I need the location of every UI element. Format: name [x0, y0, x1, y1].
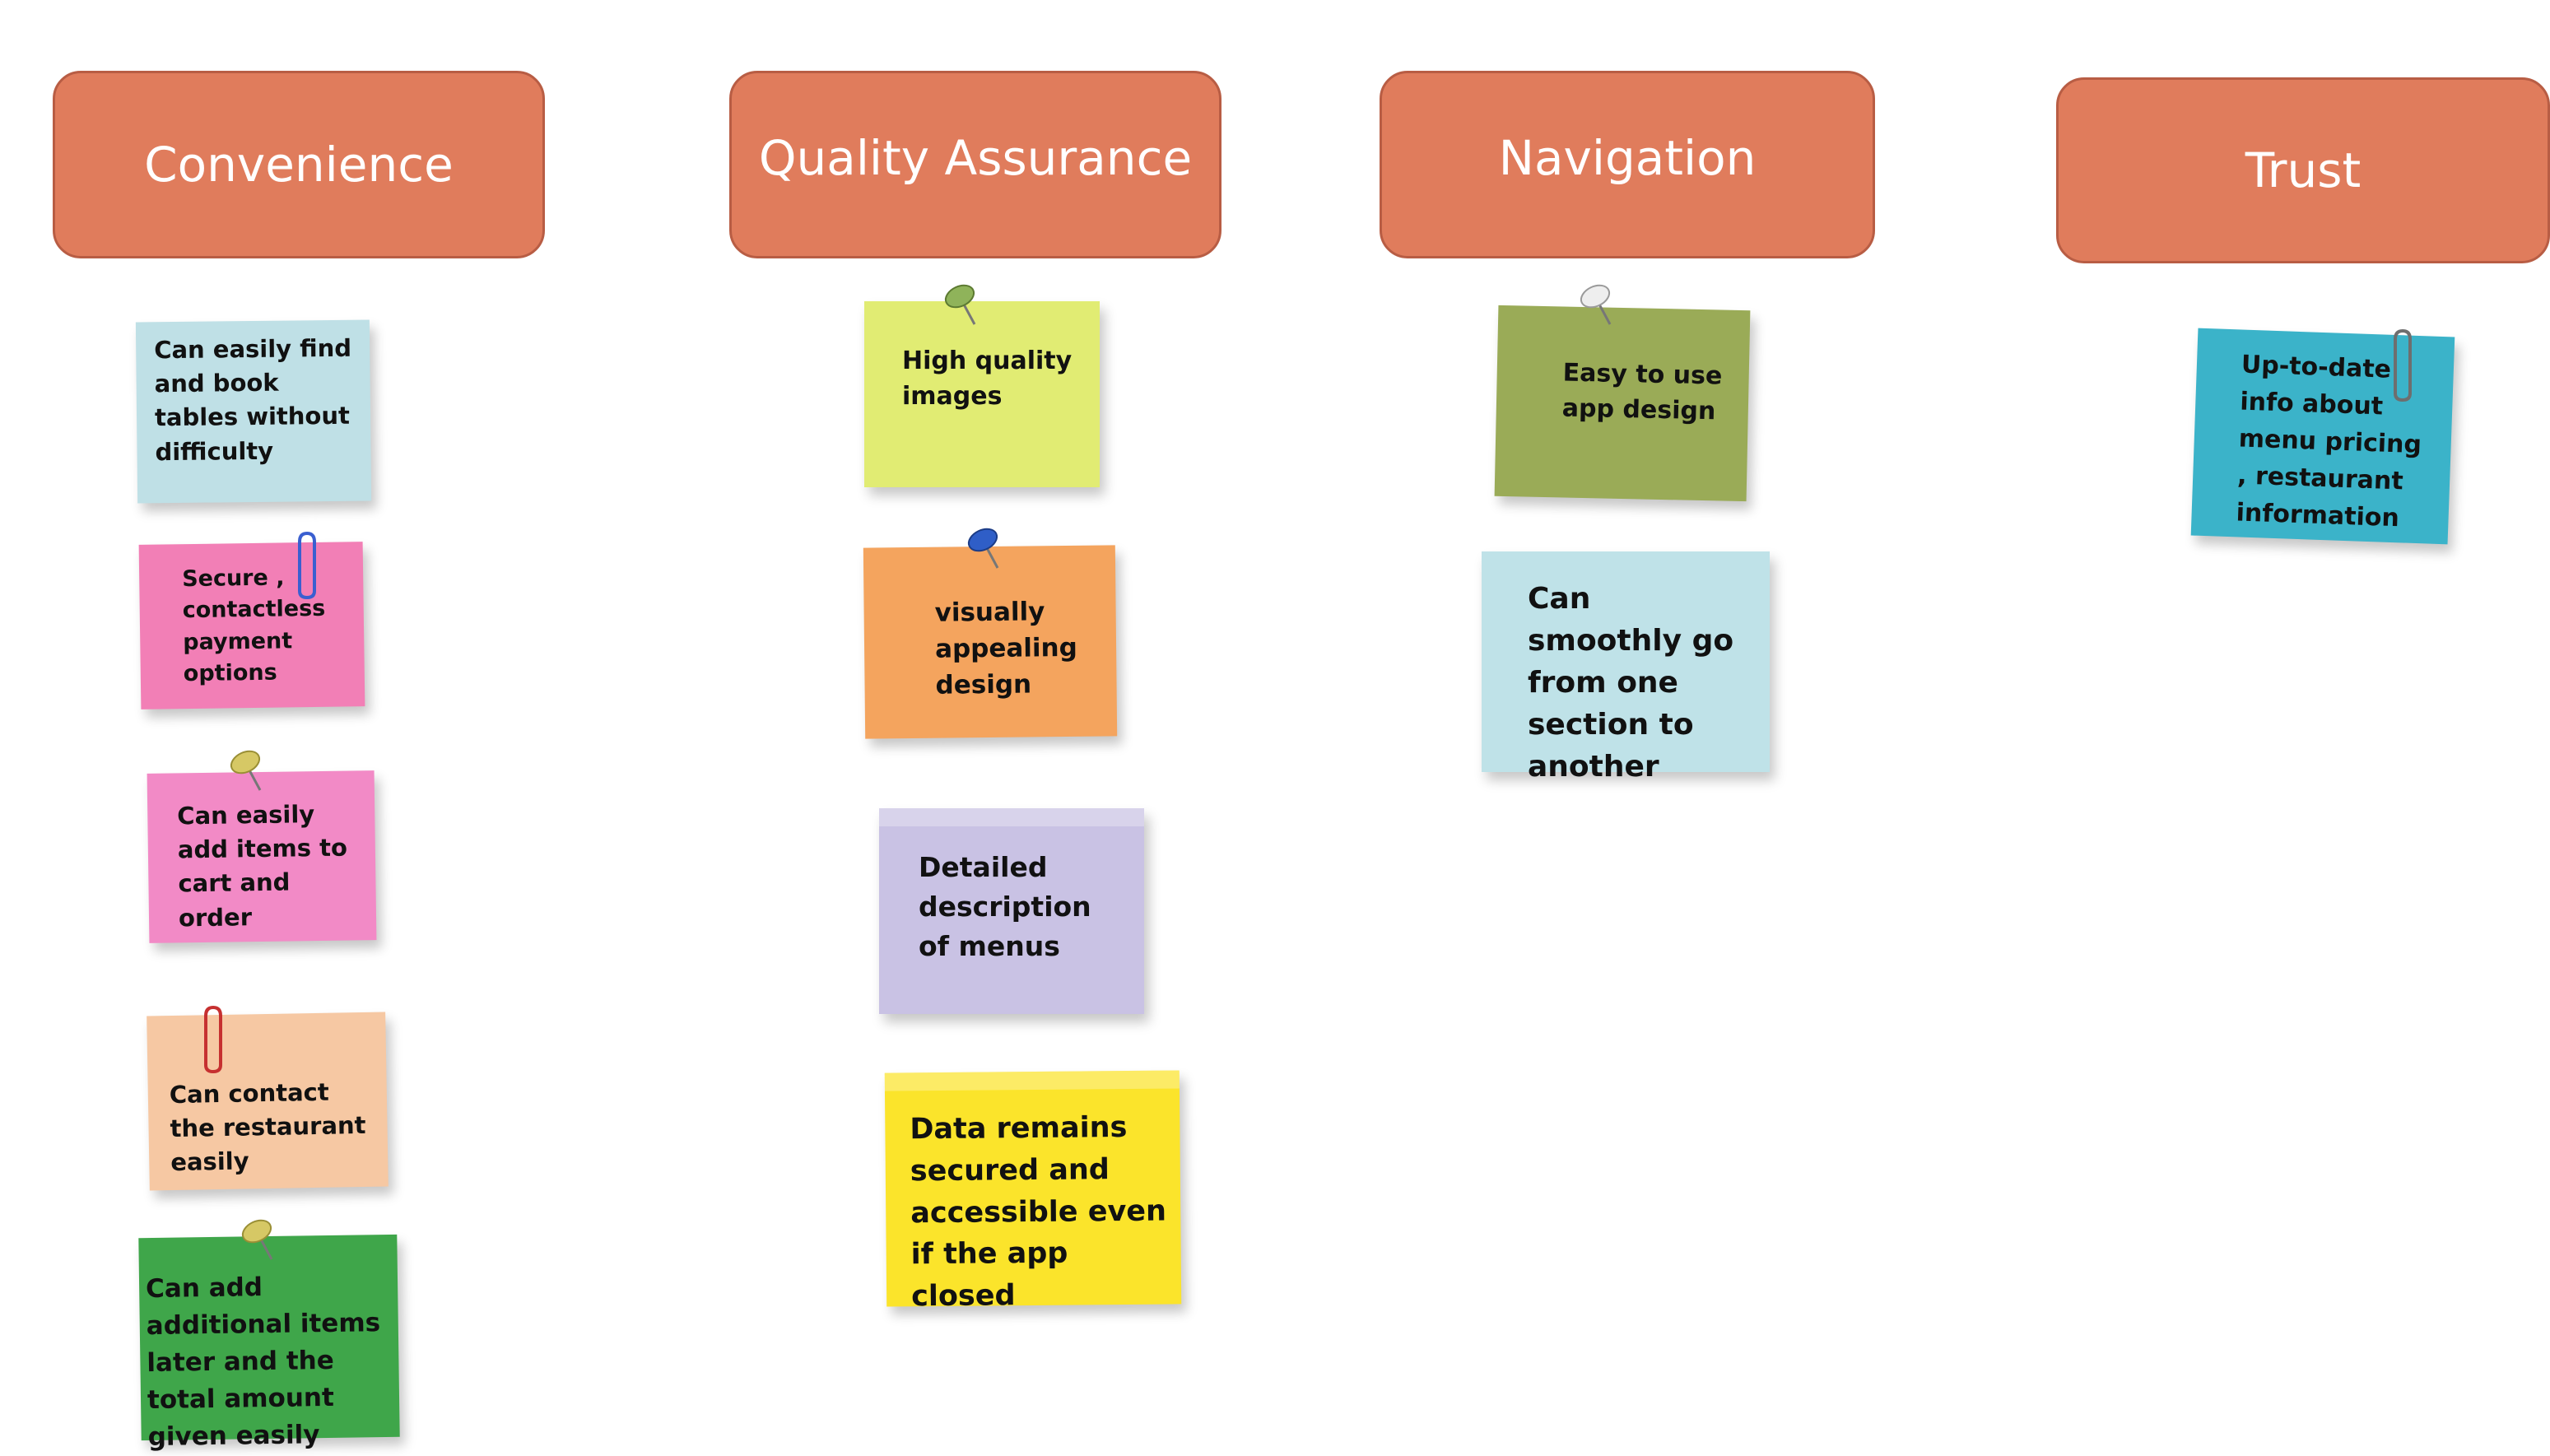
pushpin-yellow-icon: [241, 1219, 273, 1260]
sticky-note: Secure , contactless payment options: [138, 542, 365, 709]
note-text: Data remains secured and accessible even…: [910, 1110, 1167, 1314]
note-text: Can easily add items to cart and order: [177, 800, 348, 932]
paperclip-blue-icon: [298, 531, 316, 600]
sticky-note: Can easily find and book tables without …: [135, 319, 372, 504]
note-text: Can contact the restaurant easily: [169, 1077, 366, 1177]
sticky-note: Can add additional items later and the t…: [138, 1234, 400, 1452]
note-text: Detailed description of menus: [919, 851, 1091, 962]
category-header-convenience: Convenience: [53, 71, 545, 258]
note-fold: [884, 1070, 1180, 1091]
pushpin-white-icon: [1580, 284, 1612, 325]
note-text: visually appealing design: [934, 597, 1078, 700]
note-fold: [879, 808, 1144, 826]
category-header-quality-assurance: Quality Assurance: [729, 71, 1221, 258]
category-title: Trust: [2245, 142, 2362, 198]
sticky-note: High quality images: [864, 301, 1100, 487]
sticky-note: Data remains secured and accessible even…: [884, 1070, 1182, 1313]
category-title: Convenience: [144, 137, 454, 193]
category-header-trust: Trust: [2056, 77, 2550, 263]
note-text: Can smoothly go from one section to anot…: [1528, 582, 1734, 784]
pushpin-green-icon: [944, 284, 976, 325]
sticky-note: Can smoothly go from one section to anot…: [1482, 551, 1770, 784]
sticky-note: Detailed description of menus: [879, 808, 1144, 1014]
note-text: High quality images: [902, 347, 1073, 411]
category-title: Navigation: [1498, 130, 1757, 186]
category-header-navigation: Navigation: [1380, 71, 1875, 258]
sticky-note: visually appealing design: [863, 545, 1118, 739]
paperclip-red-icon: [204, 1005, 222, 1074]
note-text: Can add additional items later and the t…: [145, 1272, 381, 1452]
sticky-note: Can contact the restaurant easily: [147, 1012, 389, 1191]
paperclip-gray-icon: [2394, 328, 2412, 402]
sticky-note: Can easily add items to cart and order: [147, 770, 377, 943]
pushpin-yellow-icon: [230, 750, 262, 791]
note-text: Easy to use app design: [1561, 358, 1723, 426]
note-text: Can easily find and book tables without …: [154, 333, 352, 466]
pushpin-blue-icon: [967, 528, 999, 569]
category-title: Quality Assurance: [758, 130, 1193, 186]
sticky-note: Easy to use app design: [1494, 305, 1751, 502]
